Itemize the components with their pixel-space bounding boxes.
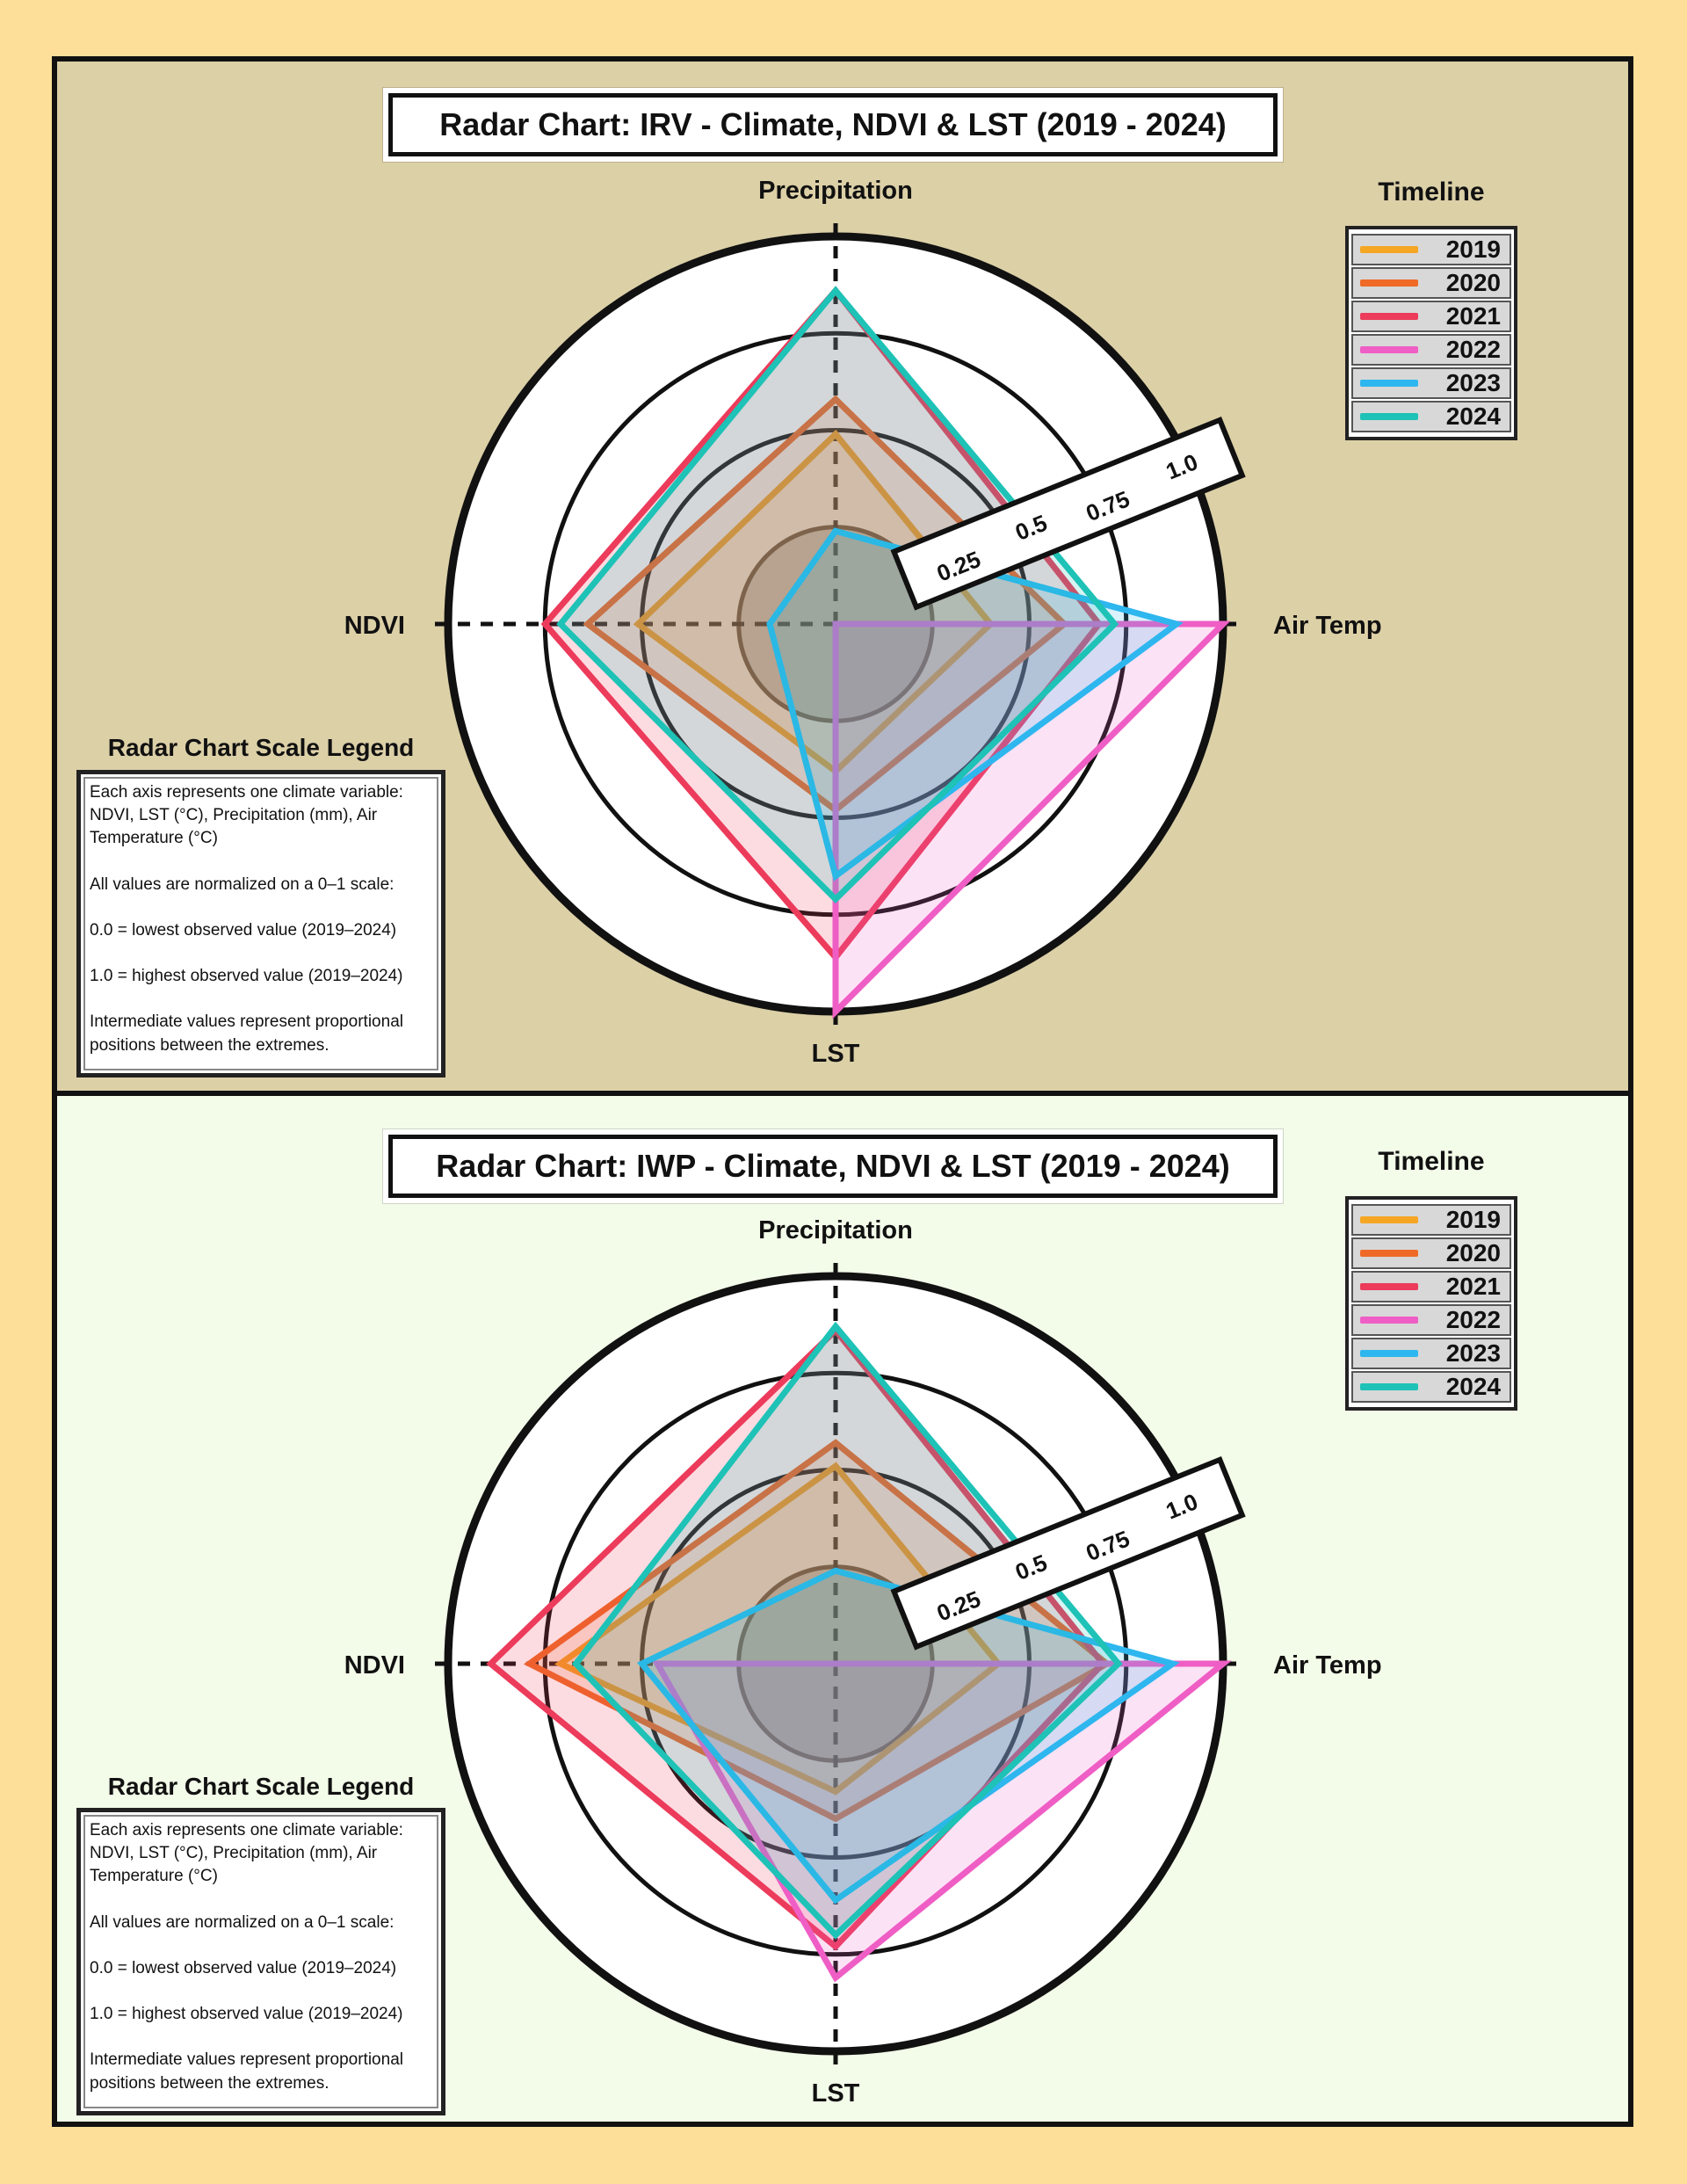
legend-item: 2019 bbox=[1351, 234, 1511, 265]
timeline-legend: 2019 2020 2021 2022 2023 2024 bbox=[1345, 226, 1517, 440]
axis-label: Air Temp bbox=[1273, 1651, 1382, 1680]
legend-swatch bbox=[1360, 1317, 1418, 1324]
scale-legend: Each axis represents one climate variabl… bbox=[76, 770, 445, 1077]
legend-swatch bbox=[1360, 1283, 1418, 1290]
legend-item: 2023 bbox=[1351, 1338, 1511, 1369]
legend-item: 2022 bbox=[1351, 334, 1511, 366]
scale-legend-line: All values are normalized on a 0–1 scale… bbox=[90, 874, 395, 894]
legend-label: 2023 bbox=[1445, 1339, 1501, 1367]
legend-item: 2021 bbox=[1351, 1271, 1511, 1302]
axis-label: NDVI bbox=[344, 1651, 405, 1680]
axis-label: Precipitation bbox=[758, 177, 913, 205]
chart-title: Radar Chart: IWP - Climate, NDVI & LST (… bbox=[388, 1135, 1278, 1198]
legend-item: 2024 bbox=[1351, 401, 1511, 432]
ring-label-box-frame bbox=[890, 1455, 1246, 1651]
legend-label: 2024 bbox=[1445, 1373, 1501, 1400]
scale-legend-title: Radar Chart Scale Legend bbox=[107, 1773, 415, 1800]
scale-legend-line: 1.0 = highest observed value (2019–2024) bbox=[90, 2005, 403, 2024]
legend-swatch bbox=[1360, 380, 1418, 387]
legend-item: 2021 bbox=[1351, 301, 1511, 332]
scale-legend-line: 0.0 = lowest observed value (2019–2024) bbox=[90, 920, 397, 940]
scale-legend-line: Each axis represents one climate variabl… bbox=[90, 1821, 403, 1886]
axis-label: NDVI bbox=[344, 612, 405, 640]
scale-legend-line: Intermediate values represent proportion… bbox=[90, 1012, 403, 1055]
legend-swatch bbox=[1360, 413, 1418, 420]
series-2023 bbox=[766, 527, 1184, 882]
figure-frame: Radar Chart: IRV - Climate, NDVI & LST (… bbox=[52, 56, 1633, 2127]
legend-label: 2019 bbox=[1445, 236, 1501, 263]
scale-legend-line: Intermediate values represent proportion… bbox=[90, 2050, 403, 2093]
scale-legend: Each axis represents one climate variabl… bbox=[76, 1808, 445, 2115]
legend-swatch bbox=[1360, 246, 1418, 253]
ring-label-box: 0.250.50.751.0 bbox=[890, 416, 1246, 611]
legend-label: 2024 bbox=[1445, 403, 1501, 430]
legend-label: 2021 bbox=[1445, 302, 1501, 330]
axis-label: Precipitation bbox=[758, 1216, 913, 1244]
legend-item: 2022 bbox=[1351, 1304, 1511, 1336]
legend-item: 2019 bbox=[1351, 1204, 1511, 1236]
legend-label: 2020 bbox=[1445, 1239, 1501, 1266]
legend-label: 2019 bbox=[1445, 1206, 1501, 1233]
legend-swatch bbox=[1360, 313, 1418, 320]
timeline-legend: 2019 2020 2021 2022 2023 2024 bbox=[1345, 1196, 1517, 1411]
panel-iwp: Radar Chart: IWP - Climate, NDVI & LST (… bbox=[57, 1096, 1628, 2122]
legend-label: 2022 bbox=[1445, 336, 1501, 363]
legend-label: 2020 bbox=[1445, 269, 1501, 296]
axis-label: LST bbox=[812, 2079, 860, 2108]
panel-irv: Radar Chart: IRV - Climate, NDVI & LST (… bbox=[57, 62, 1628, 1096]
legend-label: 2021 bbox=[1445, 1273, 1501, 1300]
chart-title: Radar Chart: IRV - Climate, NDVI & LST (… bbox=[388, 93, 1278, 156]
legend-swatch bbox=[1360, 1250, 1418, 1257]
legend-title: Timeline bbox=[1378, 178, 1485, 207]
legend-swatch bbox=[1360, 1216, 1418, 1223]
axis-label: LST bbox=[812, 1040, 860, 1068]
series-2023 bbox=[636, 1567, 1180, 1905]
scale-legend-line: All values are normalized on a 0–1 scale… bbox=[90, 1912, 395, 1932]
legend-swatch bbox=[1360, 279, 1418, 287]
ring-label-box: 0.250.50.751.0 bbox=[890, 1455, 1246, 1651]
legend-label: 2022 bbox=[1445, 1306, 1501, 1333]
scale-legend-line: 0.0 = lowest observed value (2019–2024) bbox=[90, 1958, 397, 1977]
scale-legend-title: Radar Chart Scale Legend bbox=[107, 734, 415, 761]
legend-swatch bbox=[1360, 346, 1418, 353]
axis-label: Air Temp bbox=[1273, 612, 1382, 640]
legend-item: 2020 bbox=[1351, 267, 1511, 299]
legend-swatch bbox=[1360, 1350, 1418, 1357]
ring-label-box-frame bbox=[890, 416, 1246, 611]
legend-swatch bbox=[1360, 1383, 1418, 1390]
legend-item: 2023 bbox=[1351, 367, 1511, 399]
legend-item: 2020 bbox=[1351, 1237, 1511, 1269]
legend-title: Timeline bbox=[1378, 1147, 1485, 1176]
scale-legend-line: Each axis represents one climate variabl… bbox=[90, 783, 403, 848]
legend-item: 2024 bbox=[1351, 1371, 1511, 1403]
series-2022 bbox=[832, 620, 1231, 1019]
scale-legend-line: 1.0 = highest observed value (2019–2024) bbox=[90, 967, 403, 986]
legend-label: 2023 bbox=[1445, 369, 1501, 396]
